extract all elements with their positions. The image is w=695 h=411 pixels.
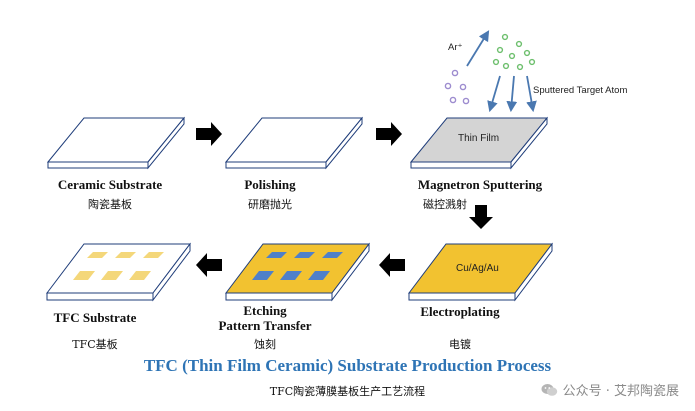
sputtered-atom-label: Sputtered Target Atom [533,85,628,96]
tfc-substrate-label-zh: TFC基板 [72,338,118,351]
tfc-substrate-label: TFC Substrate [53,310,137,325]
electroplating-label-zh: 电镀 [449,338,471,351]
etching-label-zh: 蚀刻 [254,338,276,351]
tfc-substrate-plate [45,242,192,302]
magnetron-sputtering-label: Magnetron Sputtering [417,177,543,192]
ceramic-substrate-label-zh: 陶瓷基板 [88,198,132,211]
watermark-text: 公众号 · 艾邦陶瓷展 [562,384,679,399]
argon-ion-label: Ar⁺ [448,42,463,53]
etching-plate [224,242,371,302]
polishing-plate [224,116,364,170]
etching-label: Etching [243,303,287,318]
tfc-pads [73,252,164,280]
metal-layer-text: Cu/Ag/Au [456,263,499,274]
magnetron-sputtering-label-zh: 磁控溅射 [423,198,467,211]
argon-ion-dots [444,69,470,105]
polishing-label: Polishing [244,177,296,192]
electroplating-label: Electroplating [420,304,500,319]
electroplating-plate [407,242,554,302]
ceramic-substrate-label: Ceramic Substrate [57,177,163,192]
flow-arrows [196,122,493,277]
arrow-right-2 [376,122,402,146]
thin-film-text: Thin Film [458,133,500,144]
sputtering-plate [409,116,549,170]
ceramic-substrate-plate [46,116,186,170]
arrow-down [469,205,493,229]
arrow-left-1 [379,253,405,277]
pattern-transfer-label: Pattern Transfer [218,318,312,333]
arrow-left-2 [196,253,222,277]
wechat-watermark: 公众号 · 艾邦陶瓷展 [541,380,679,399]
polishing-label-zh: 研磨抛光 [248,198,292,211]
diagram-subtitle: TFC陶瓷薄膜基板生产工艺流程 [269,385,426,398]
arrow-right-1 [196,122,222,146]
wechat-icon [541,383,557,396]
sputtered-atom-dots [492,33,536,71]
etching-pattern-pads [252,252,343,280]
diagram-title: TFC (Thin Film Ceramic) Substrate Produc… [143,356,552,375]
sputter-arrows [466,30,537,113]
